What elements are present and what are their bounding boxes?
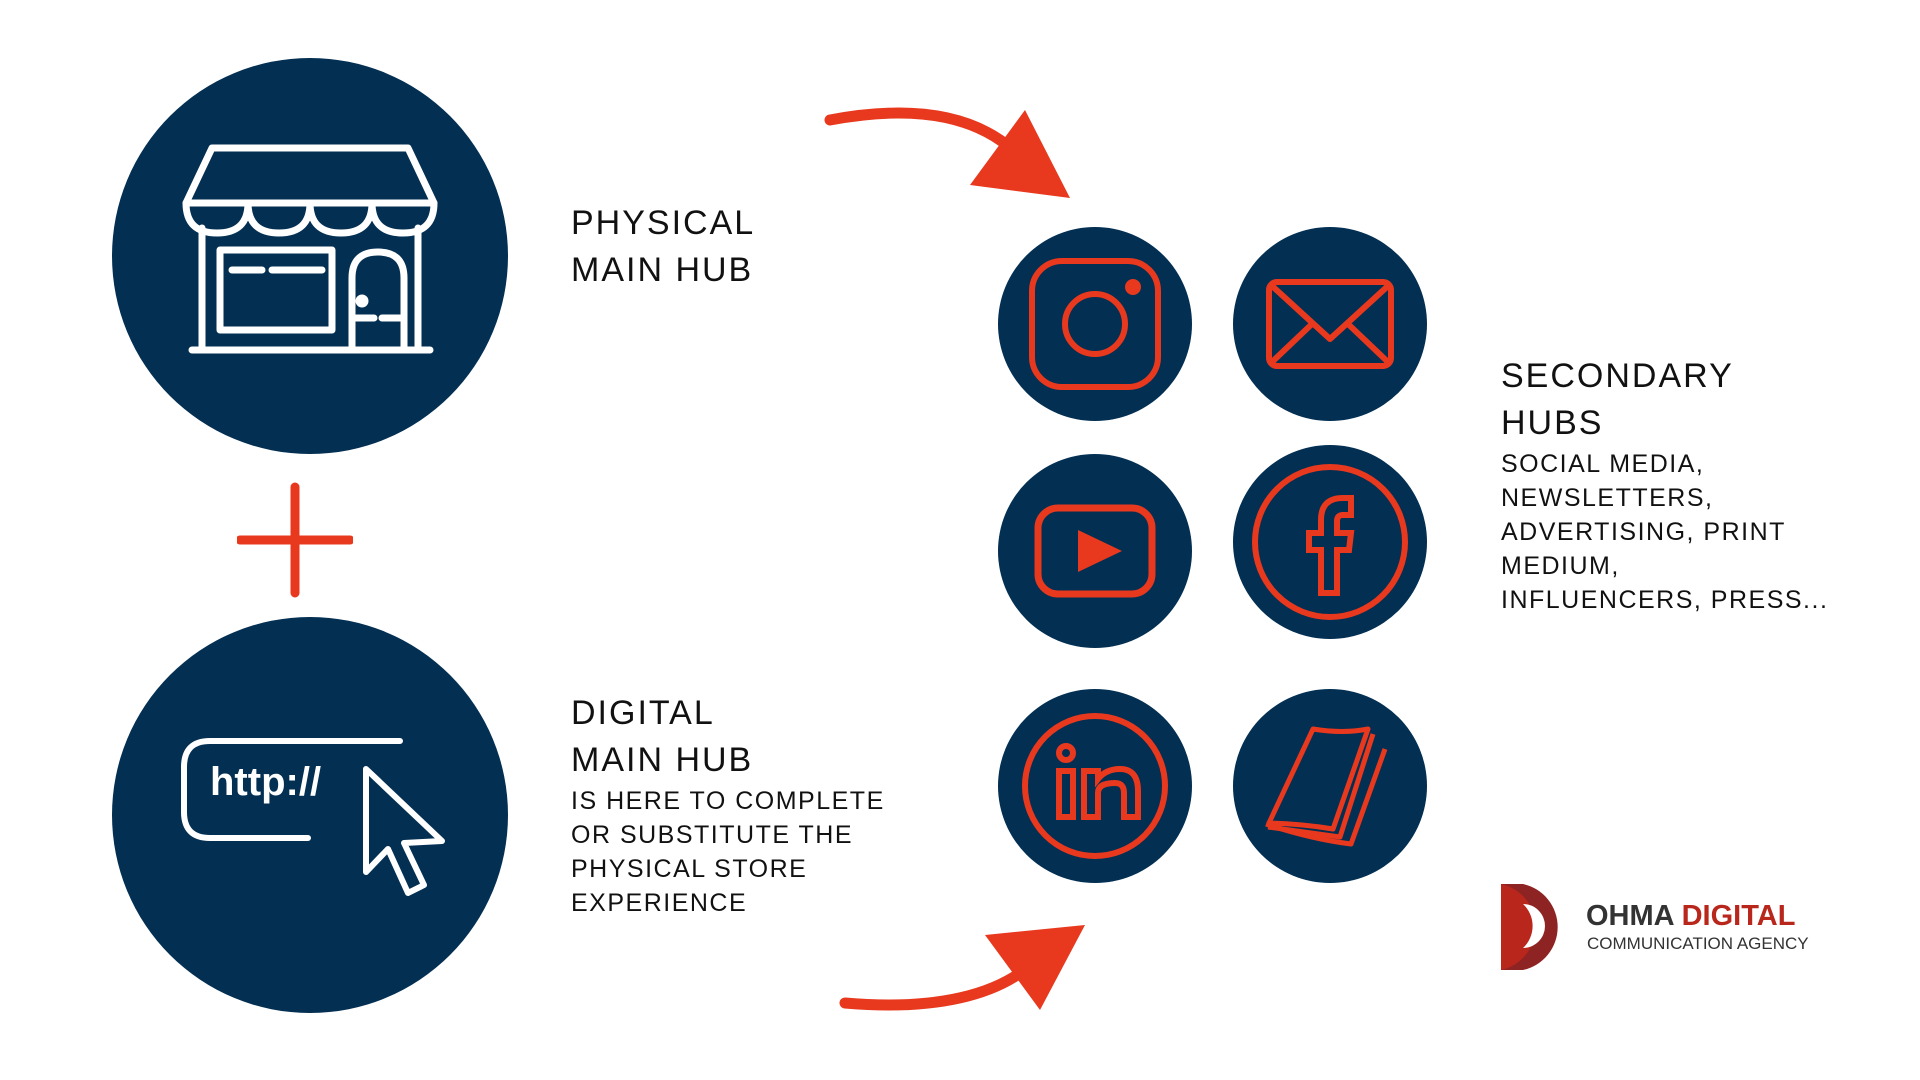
logo-name-part1: OHMA (1586, 900, 1674, 932)
secondary-desc-line: MEDIUM, (1501, 552, 1620, 580)
logo-d-mark (1501, 884, 1558, 970)
storefront-icon (182, 144, 438, 354)
envelope-icon (1266, 279, 1394, 369)
linkedin-circle (998, 689, 1192, 883)
arrow-top-icon (824, 107, 1070, 198)
youtube-circle (998, 454, 1192, 648)
digital-desc-line: PHYSICAL STORE (571, 855, 808, 883)
digital-desc-line: IS HERE TO COMPLETE (571, 787, 885, 815)
physical-hub-title: PHYSICAL (571, 204, 756, 242)
magazine-icon (1265, 726, 1388, 847)
logo-name-part2: DIGITAL (1681, 900, 1796, 932)
instagram-circle (998, 227, 1192, 421)
instagram-icon (1029, 258, 1161, 390)
secondary-desc-line: INFLUENCERS, PRESS... (1501, 586, 1829, 614)
secondary-desc-line: SOCIAL MEDIA, (1501, 450, 1705, 478)
facebook-circle (1233, 445, 1427, 639)
digital-desc-line: OR SUBSTITUTE THE (571, 821, 854, 849)
secondary-hubs-title: SECONDARY (1501, 357, 1734, 395)
digital-hub-title-2: MAIN HUB (571, 741, 754, 779)
digital-hub-circle: http:// (112, 617, 508, 1013)
youtube-icon (1034, 504, 1156, 598)
browser-url-icon (181, 738, 445, 896)
plus-icon (237, 482, 353, 598)
print-magazine-circle (1233, 689, 1427, 883)
secondary-hubs-title-2: HUBS (1501, 404, 1604, 442)
secondary-desc-line: ADVERTISING, PRINT (1501, 518, 1786, 546)
physical-hub-circle (112, 58, 508, 454)
linkedin-icon (1022, 713, 1168, 859)
digital-hub-title: DIGITAL (571, 694, 715, 732)
arrow-bottom-icon (839, 925, 1085, 1011)
url-text: http:// (210, 760, 322, 804)
ohma-digital-logo: OHMA DIGITAL COMMUNICATION AGENCY (1501, 882, 1821, 972)
digital-desc-line: EXPERIENCE (571, 889, 748, 917)
physical-hub-title-2: MAIN HUB (571, 251, 754, 289)
secondary-desc-line: NEWSLETTERS, (1501, 484, 1714, 512)
email-circle (1233, 227, 1427, 421)
facebook-icon (1252, 464, 1408, 620)
logo-tagline: COMMUNICATION AGENCY (1587, 934, 1809, 953)
